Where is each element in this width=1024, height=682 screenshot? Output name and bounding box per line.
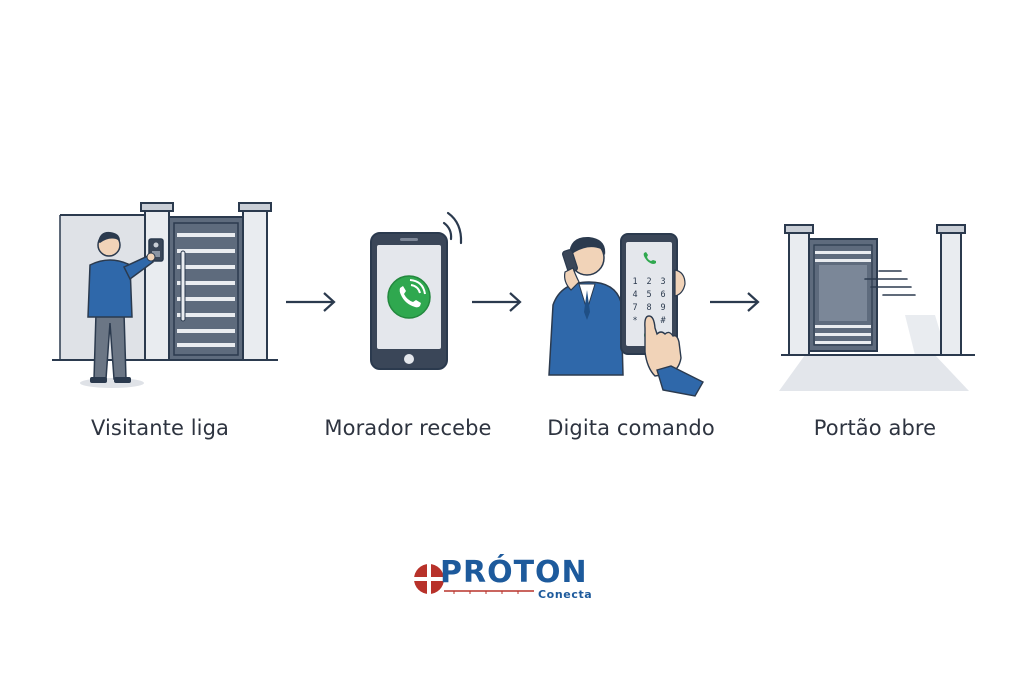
step-label: Portão abre xyxy=(813,416,937,440)
step-label: Morador recebe xyxy=(324,416,492,440)
keypad-key[interactable]: 9 xyxy=(660,303,665,313)
logo-subtitle: Conecta xyxy=(538,588,593,601)
logo-brand-text: PRÓTON xyxy=(440,555,588,590)
gate-opening-icon xyxy=(779,224,975,391)
step-label: Visitante liga xyxy=(90,416,230,440)
arrow-right-icon xyxy=(710,292,760,312)
keypad-key[interactable]: 1 xyxy=(632,277,637,287)
keypad-key[interactable]: # xyxy=(660,316,666,326)
incoming-call-phone-icon xyxy=(370,211,463,370)
keypad-key[interactable]: 3 xyxy=(660,277,665,287)
logo-underline-icon xyxy=(444,590,534,594)
keypad-key[interactable]: 2 xyxy=(646,277,651,287)
keypad-key[interactable]: * xyxy=(632,316,637,326)
keypad-key[interactable]: 7 xyxy=(632,303,637,313)
keypad-key[interactable]: 6 xyxy=(660,290,665,300)
logo-mark-icon xyxy=(413,563,445,595)
dialing-keypad-icon: 1 2 3 4 5 6 7 8 9 * 0 # xyxy=(548,233,704,397)
arrow-right-icon xyxy=(286,292,336,312)
keypad-key[interactable]: 8 xyxy=(646,303,651,313)
keypad-key[interactable]: 4 xyxy=(632,290,637,300)
step-label: Digita comando xyxy=(547,416,715,440)
keypad-key[interactable]: 5 xyxy=(646,290,651,300)
proton-conecta-logo: PRÓTON Conecta xyxy=(410,555,620,610)
visitor-at-gate-icon xyxy=(52,202,278,388)
arrow-right-icon xyxy=(472,292,522,312)
